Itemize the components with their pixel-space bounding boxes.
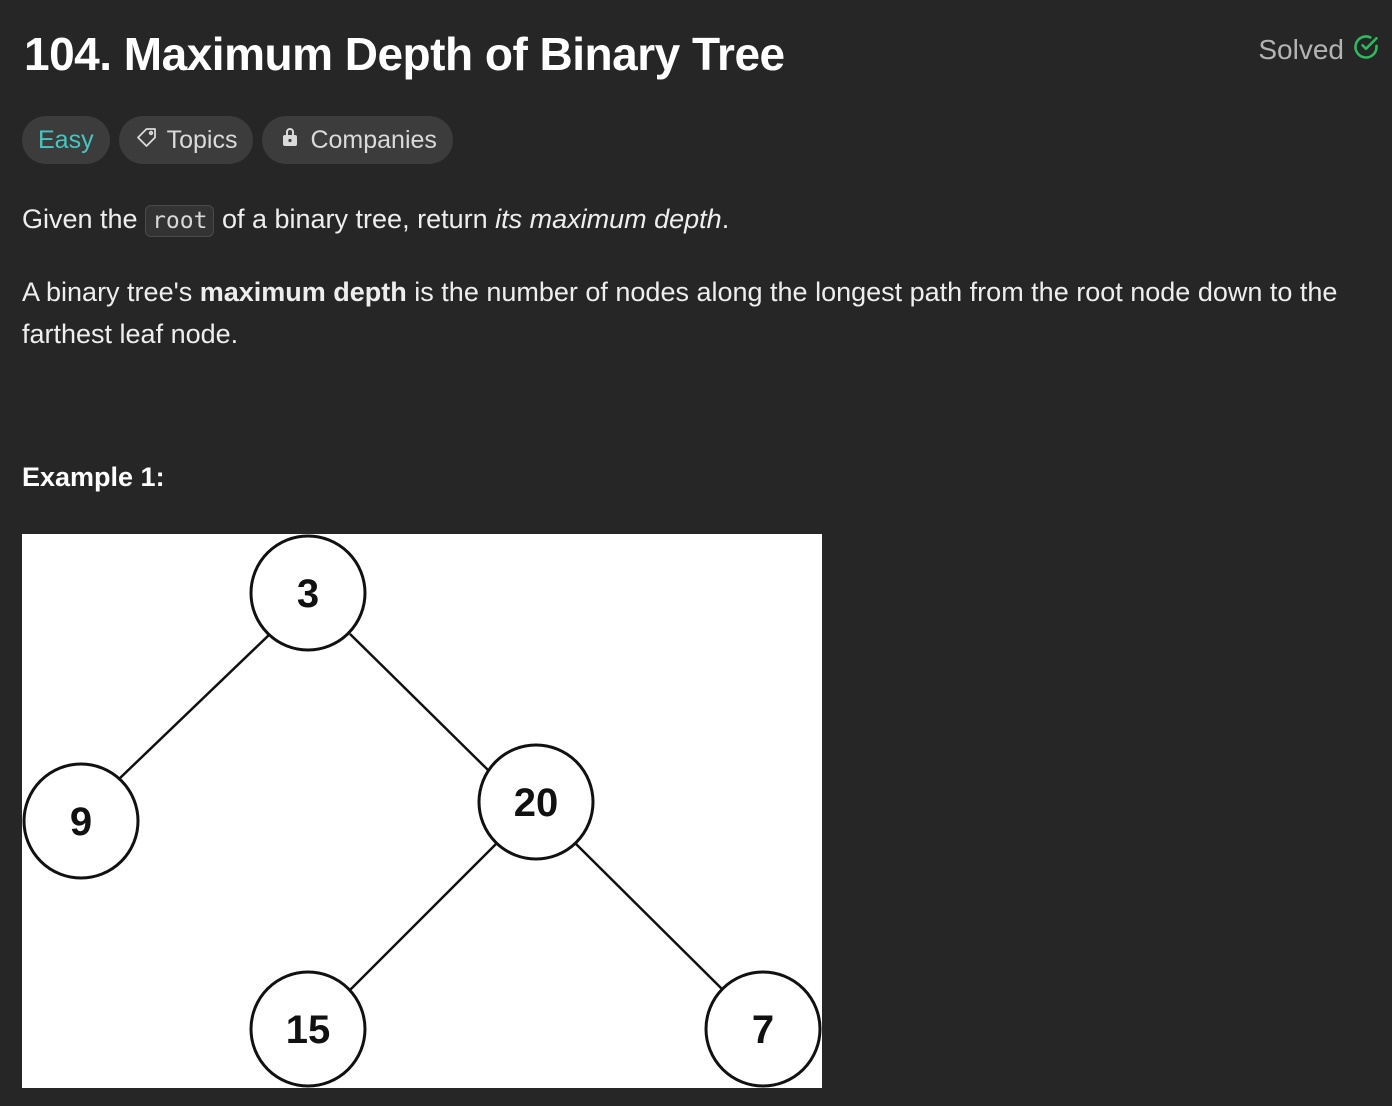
topics-button[interactable]: Topics xyxy=(118,116,254,164)
tree-node-label: 15 xyxy=(286,1008,331,1052)
text-fragment: . xyxy=(721,204,730,234)
companies-button[interactable]: Companies xyxy=(262,116,453,164)
text-fragment: A binary tree's xyxy=(22,277,200,307)
tree-edge xyxy=(575,843,724,991)
tree-edge xyxy=(118,633,271,780)
difficulty-badge[interactable]: Easy xyxy=(22,116,110,164)
tree-node-circle xyxy=(704,970,822,1088)
text-fragment: of a binary tree, return xyxy=(214,204,496,234)
emphasis-text: its maximum depth xyxy=(495,204,722,234)
solved-status: Solved xyxy=(1258,33,1380,68)
tree-node-circle xyxy=(22,762,140,880)
tree-node-circle xyxy=(249,534,367,652)
check-circle-icon xyxy=(1352,33,1380,68)
inline-code-root: root xyxy=(145,205,215,237)
title-row: 104. Maximum Depth of Binary Tree Solved xyxy=(24,22,1380,86)
tree-node-circle xyxy=(477,743,595,861)
tree-node-circle xyxy=(249,970,367,1088)
text-fragment: Given the xyxy=(22,204,146,234)
tag-row: Easy Topics Companies xyxy=(22,116,453,164)
binary-tree-diagram: 3 9 20 15 7 xyxy=(22,534,822,1088)
difficulty-label: Easy xyxy=(38,125,94,154)
tree-node-label: 7 xyxy=(752,1008,774,1052)
tree-node-label: 3 xyxy=(297,572,319,616)
tree-node-label: 20 xyxy=(514,781,559,825)
topics-label: Topics xyxy=(166,125,238,154)
text-fragment: is the number of nodes along the longest… xyxy=(22,277,1338,349)
problem-title[interactable]: 104. Maximum Depth of Binary Tree xyxy=(24,28,785,80)
example-heading: Example 1: xyxy=(22,462,165,492)
description-paragraph-1: Given the root of a binary tree, return … xyxy=(22,198,1370,242)
lock-icon xyxy=(278,125,302,156)
solved-label: Solved xyxy=(1258,34,1344,65)
companies-label: Companies xyxy=(310,125,437,154)
bold-text: maximum depth xyxy=(199,277,407,307)
tree-edge xyxy=(349,633,490,772)
tree-edge xyxy=(349,843,497,991)
tag-icon xyxy=(135,125,159,156)
example-tree-image: 3 9 20 15 7 xyxy=(22,534,822,1088)
description-paragraph-2: A binary tree's maximum depth is the num… xyxy=(22,271,1370,355)
tree-node-label: 9 xyxy=(70,800,92,844)
